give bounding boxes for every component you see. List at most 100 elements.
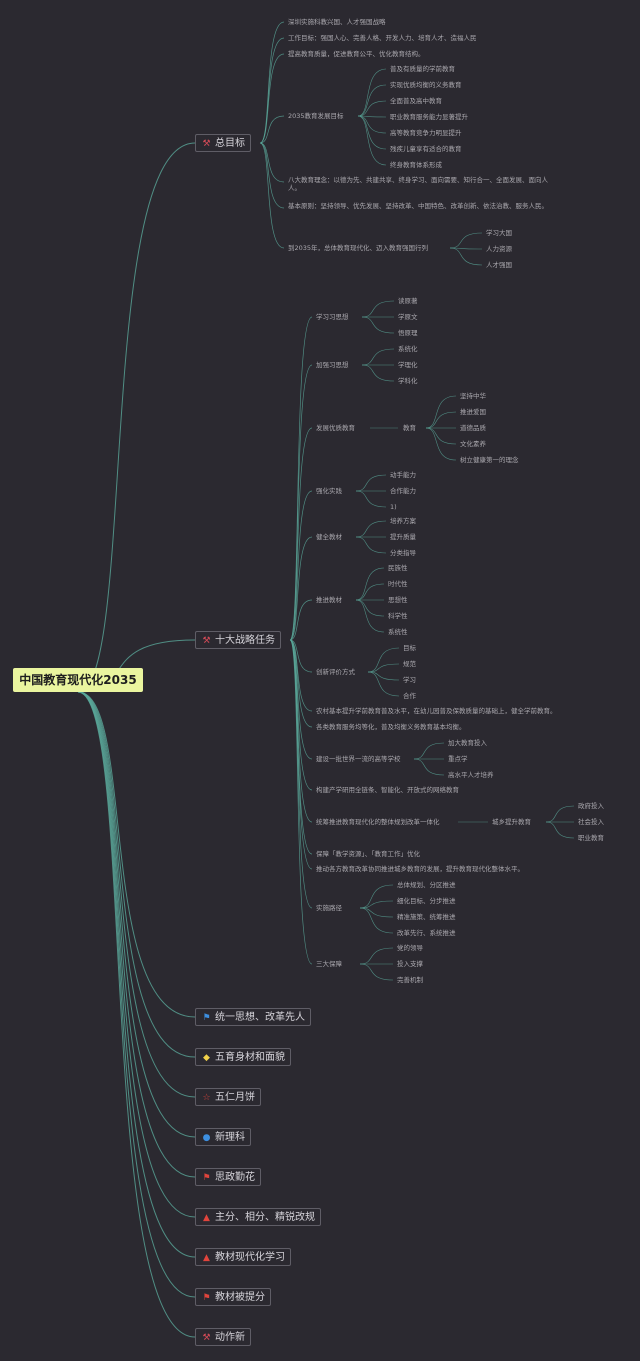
strategy-leaf[interactable]: 动手能力	[390, 471, 416, 479]
branch-strategy[interactable]: ⚒十大战略任务	[195, 631, 281, 649]
strategy-item[interactable]: 农村基本提升学前教育普及水平，在幼儿园普及保教质量的基础上，健全学前教育。	[316, 707, 557, 715]
strategy-leaf[interactable]: 学原文	[398, 313, 418, 321]
strategy-leaf[interactable]: 重点学	[448, 755, 468, 763]
strategy-leaf[interactable]: 精准施策、统筹推进	[397, 913, 456, 921]
strategy-item[interactable]: 健全教材	[316, 533, 342, 541]
strategy-leaf[interactable]: 党的领导	[397, 944, 423, 952]
goal-2035-item[interactable]: 职业教育服务能力显著提升	[390, 113, 468, 121]
goal-item[interactable]: 深圳实施科教兴国、人才强国战略	[288, 18, 386, 26]
strategy-leaf[interactable]: 思想性	[388, 596, 408, 604]
goal-power-item[interactable]: 人才强国	[486, 261, 512, 269]
connector-line	[359, 963, 394, 981]
strategy-leaf[interactable]: 社会投入	[578, 818, 604, 826]
goal-2035-item[interactable]: 终身教育体系形成	[390, 161, 442, 169]
strategy-mid[interactable]: 教育	[403, 424, 416, 432]
strategy-leaf[interactable]: 总体规划、分区推进	[397, 881, 456, 889]
strategy-leaf[interactable]: 坚持中华	[460, 392, 486, 400]
goal-2035-item[interactable]: 残疾儿童享有适合的教育	[390, 145, 462, 153]
strategy-leaf[interactable]: 学理化	[398, 361, 418, 369]
strategy-item[interactable]: 推进教材	[316, 596, 342, 604]
connector-line	[259, 142, 285, 209]
strategy-leaf[interactable]: 学科化	[398, 377, 418, 385]
goal-item[interactable]: 提高教育质量，促进教育公平、优化教育结构。	[288, 50, 425, 58]
strategy-leaf[interactable]: 细化目标、分步推进	[397, 897, 456, 905]
connector-line	[77, 691, 196, 1338]
branch-9[interactable]: ▲教材现代化学习	[195, 1248, 291, 1266]
strategy-leaf[interactable]: 完善机制	[397, 976, 423, 984]
strategy-leaf[interactable]: 合作	[403, 692, 416, 700]
strategy-item[interactable]: 建设一批世界一流的高等学校	[316, 755, 401, 763]
strategy-leaf[interactable]: 系统化	[398, 345, 418, 353]
strategy-leaf[interactable]: 悟原理	[398, 329, 418, 337]
strategy-leaf[interactable]: 分类指导	[390, 549, 416, 557]
strategy-leaf[interactable]: 1)	[390, 503, 397, 511]
branch-6[interactable]: ●新理科	[195, 1128, 251, 1146]
connector-line	[545, 821, 575, 839]
strategy-leaf[interactable]: 学习	[403, 676, 416, 684]
connector-line	[355, 567, 385, 601]
strategy-item[interactable]: 创新评价方式	[316, 668, 355, 676]
connector-line	[355, 599, 385, 617]
strategy-mid[interactable]: 城乡提升教育	[492, 818, 531, 826]
branch-11[interactable]: ⚒动作新	[195, 1328, 251, 1346]
strategy-item[interactable]: 强化实践	[316, 487, 342, 495]
strategy-item[interactable]: 学习习思想	[316, 313, 349, 321]
strategy-item[interactable]: 加强习思想	[316, 361, 349, 369]
branch-8[interactable]: ▲主分、相分、精锐改规	[195, 1208, 321, 1226]
strategy-leaf[interactable]: 职业教育	[578, 834, 604, 842]
strategy-item[interactable]: 实施路径	[316, 904, 342, 912]
strategy-leaf[interactable]: 读原著	[398, 297, 418, 305]
hammer-icon: ⚒	[202, 139, 211, 149]
goal-2035-item[interactable]: 全面普及高中教育	[390, 97, 442, 105]
strategy-leaf[interactable]: 合作能力	[390, 487, 416, 495]
strategy-leaf[interactable]: 道德品质	[460, 424, 486, 432]
goal-2035[interactable]: 2035教育发展目标	[288, 112, 344, 120]
strategy-leaf[interactable]: 文化素养	[460, 440, 486, 448]
goal-power-item[interactable]: 学习大国	[486, 229, 512, 237]
goal-item[interactable]: 到2035年，总体教育现代化、迈入教育强国行列	[288, 244, 429, 252]
goal-item[interactable]: 基本原则：坚持领导、优先发展、坚持改革、中国特色、改革创新、依法治教、服务人民。	[288, 202, 548, 210]
connector-line	[259, 115, 285, 144]
strategy-leaf[interactable]: 投入支撑	[397, 960, 423, 968]
strategy-item[interactable]: 推动各方教育改革协同推进城乡教育的发展，提升教育现代化整体水平。	[316, 865, 524, 873]
strategy-leaf[interactable]: 推进爱国	[460, 408, 486, 416]
strategy-leaf[interactable]: 政府投入	[578, 802, 604, 810]
strategy-item[interactable]: 发展优质教育	[316, 424, 355, 432]
root-topic[interactable]: 中国教育现代化2035	[13, 668, 143, 692]
branch-4[interactable]: ◆五育身材和面貌	[195, 1048, 291, 1066]
connector-line	[425, 427, 457, 461]
strategy-item[interactable]: 各类教育服务均等化，普及均衡义务教育基本均衡。	[316, 723, 466, 731]
strategy-leaf[interactable]: 科学性	[388, 612, 408, 620]
branch-3[interactable]: ⚑统一思想、改革先人	[195, 1008, 311, 1026]
strategy-leaf[interactable]: 民族性	[388, 564, 408, 572]
connector-line	[289, 599, 313, 641]
strategy-leaf[interactable]: 提升质量	[390, 533, 416, 541]
goal-2035-item[interactable]: 实现优质均衡的义务教育	[390, 81, 462, 89]
strategy-leaf[interactable]: 规范	[403, 660, 416, 668]
strategy-leaf[interactable]: 目标	[403, 644, 416, 652]
strategy-leaf[interactable]: 高水平人才培养	[448, 771, 494, 779]
strategy-leaf[interactable]: 系统性	[388, 628, 408, 636]
strategy-leaf[interactable]: 时代性	[388, 580, 408, 588]
branch-10[interactable]: ⚑教材被提分	[195, 1288, 271, 1306]
hammer-icon: ⚒	[202, 636, 211, 646]
branch-goal[interactable]: ⚒总目标	[195, 134, 251, 152]
strategy-item[interactable]: 统筹推进教育现代化的整体规划改革一体化	[316, 818, 440, 826]
strategy-item[interactable]: 三大保障	[316, 960, 342, 968]
strategy-leaf[interactable]: 树立健康第一的理念	[460, 456, 519, 464]
strategy-leaf[interactable]: 培养方案	[390, 517, 416, 525]
goal-2035-item[interactable]: 普及有质量的学前教育	[390, 65, 455, 73]
drop-icon: ●	[202, 1133, 211, 1143]
branch-7[interactable]: ⚑思政勤花	[195, 1168, 261, 1186]
goal-2035-item[interactable]: 高等教育竞争力明显提升	[390, 129, 462, 137]
strategy-leaf[interactable]: 改革先行、系统推进	[397, 929, 456, 937]
hammer-icon: ⚒	[202, 1333, 211, 1343]
goal-power-item[interactable]: 人力资源	[486, 245, 512, 253]
strategy-item[interactable]: 保障「教学资源」、「教育工作」优化	[316, 850, 420, 858]
strategy-item[interactable]: 构建产学研用全链条、智能化、开放式的网络教育	[316, 786, 459, 794]
goal-item[interactable]: 工作目标：强国人心、完善人格、开发人力、培育人才、造福人民	[288, 34, 477, 42]
strategy-leaf[interactable]: 加大教育投入	[448, 739, 487, 747]
goal-item[interactable]: 八大教育理念：以德为先、共建共享、终身学习、面向需要、知行合一、全面发展、面向人…	[288, 176, 548, 192]
connector-line	[259, 53, 285, 144]
branch-5[interactable]: ☆五仁月饼	[195, 1088, 261, 1106]
